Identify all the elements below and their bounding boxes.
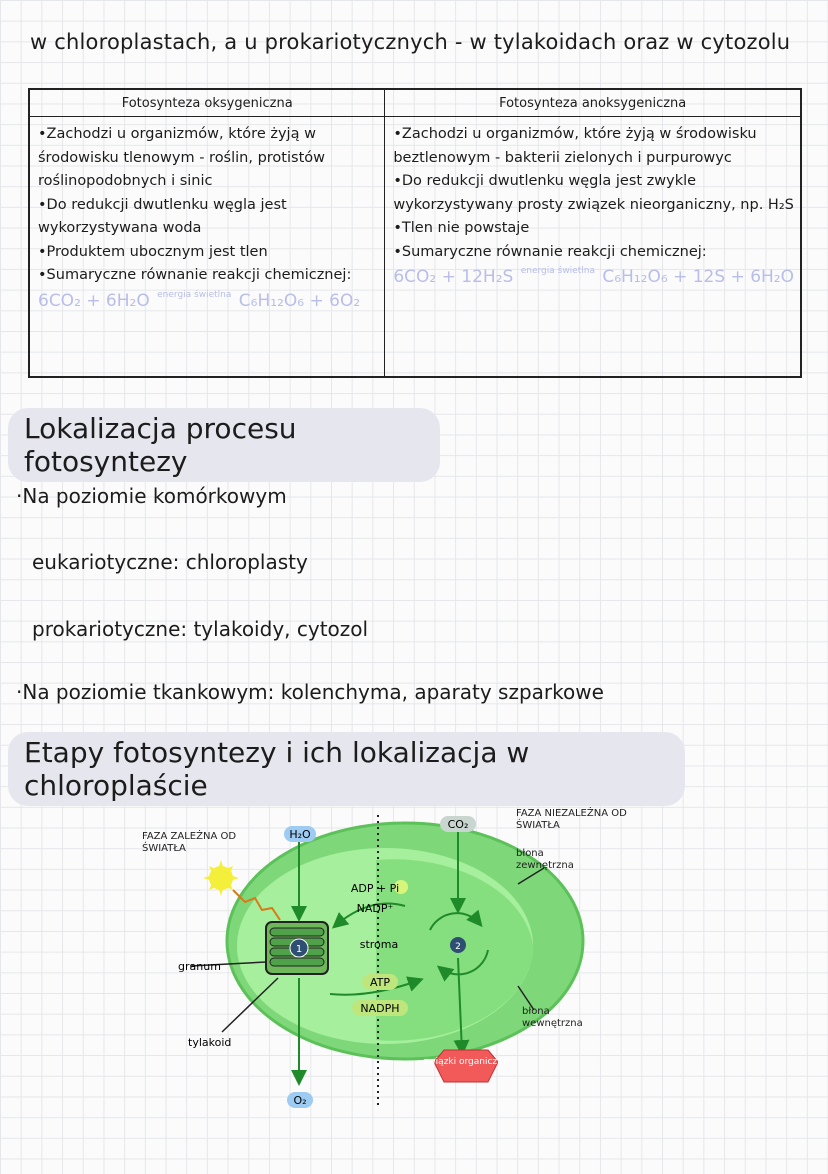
cell-anoxygenic: •Zachodzi u organizmów, które żyją w śro…	[384, 116, 802, 378]
arrow-organic	[453, 957, 470, 1056]
right-point-2: •Do redukcji dwutlenku węgla jest zwykle…	[393, 173, 794, 213]
thylakoid-pointer	[221, 977, 279, 1033]
eq-right-reactants: 6CO₂ + 12H₂S	[393, 267, 514, 287]
header-oxygenic: Fotosynteza oksygeniczna	[28, 88, 386, 117]
label-co2: CO₂	[448, 818, 469, 831]
arrow-adp	[331, 902, 406, 929]
right-point-1: •Zachodzi u organizmów, które żyją w śro…	[393, 126, 757, 166]
text-tissue-level: ·Na poziomie tkankowym: kolenchyma, apar…	[16, 680, 604, 704]
granum-icon: 1	[265, 921, 329, 975]
pill-h2o	[284, 826, 316, 842]
number-1: 1	[296, 944, 302, 955]
label-atp: ATP	[370, 976, 390, 989]
label-h2o: H₂O	[289, 828, 311, 841]
left-point-4: •Sumaryczne równanie reakcji chemicznej:	[38, 267, 352, 283]
label-o2: O₂	[293, 1094, 306, 1107]
pill-atp	[362, 974, 398, 990]
heading-stages: Etapy fotosyntezy i ich lokalizacja w ch…	[8, 732, 685, 806]
intro-line: w chloroplastach, a u prokariotycznych -…	[30, 30, 791, 54]
right-point-4: •Sumaryczne równanie reakcji chemicznej:	[393, 243, 707, 260]
heading-localization: Lokalizacja procesu fotosyntezy	[8, 408, 440, 482]
label-nadph: NADPH	[360, 1002, 399, 1015]
left-point-1: •Zachodzi u organizmów, które żyją w śro…	[38, 126, 325, 189]
sun-icon	[203, 860, 239, 896]
label-nadp: NADP⁺	[357, 902, 394, 915]
label-inner-membrane: błona wewnętrzna	[522, 1006, 583, 1029]
label-thylakoid: tylakoid	[188, 1036, 231, 1049]
light-ray	[232, 889, 281, 921]
left-point-2: •Do redukcji dwutlenku węgla jest wykorz…	[38, 196, 287, 237]
text-prokaryotic: prokariotyczne: tylakoidy, cytozol	[32, 617, 369, 641]
outer-membrane-pointer	[517, 867, 545, 885]
pill-co2	[440, 816, 476, 832]
comparison-table: Fotosynteza oksygeniczna Fotosynteza ano…	[28, 88, 802, 378]
equation-anoxygenic: 6CO₂ + 12H₂S energia świetlna C₆H₁₂O₆ + …	[393, 266, 794, 293]
label-light-phase: FAZA ZALEŻNA OD ŚWIATŁA	[142, 831, 237, 854]
left-point-3: •Produktem ubocznym jest tlen	[38, 243, 268, 260]
pill-o2	[287, 1092, 313, 1108]
pill-nadph	[352, 1000, 408, 1016]
pill-pi	[394, 880, 408, 894]
header-anoxygenic: Fotosynteza anoksygeniczna	[384, 88, 802, 117]
chloroplast-diagram: 1 2 H₂O CO₂ O₂ ADP + Pi NADP⁺ stroma ATP…	[178, 815, 585, 1108]
label-organic: związki organiczne	[424, 1057, 509, 1067]
cell-oxygenic: •Zachodzi u organizmów, które żyją w śro…	[28, 116, 386, 378]
eq-right-products: C₆H₁₂O₆ + 12S + 6H₂O	[602, 267, 794, 287]
text-eukaryotic: eukariotyczne: chloroplasty	[32, 550, 308, 574]
inner-membrane-pointer	[517, 985, 535, 1011]
right-point-3: •Tlen nie powstaje	[393, 220, 530, 236]
granum-pointer	[189, 961, 267, 967]
arrow-atp	[329, 976, 424, 996]
number-2: 2	[455, 942, 461, 952]
label-granum: granum	[178, 960, 221, 973]
eq-left-products: C₆H₁₂O₆ + 6O₂	[238, 290, 361, 311]
eq-left-reactants: 6CO₂ + 6H₂O	[38, 290, 150, 311]
equation-oxygenic: 6CO₂ + 6H₂O energia świetlna C₆H₁₂O₆ + 6…	[38, 290, 378, 317]
text-cell-level: ·Na poziomie komórkowym	[16, 484, 287, 508]
eq-right-energy: energia świetlna	[520, 266, 595, 276]
organic-compounds-shape	[433, 1049, 499, 1083]
eq-left-energy: energia świetlna	[157, 289, 232, 300]
label-dark-phase: FAZA NIEZALEŻNA OD ŚWIATŁA	[516, 808, 627, 831]
label-stroma: stroma	[360, 938, 399, 951]
label-outer-membrane: błona zewnętrzna	[516, 848, 574, 871]
label-adp: ADP + Pi	[351, 882, 399, 895]
